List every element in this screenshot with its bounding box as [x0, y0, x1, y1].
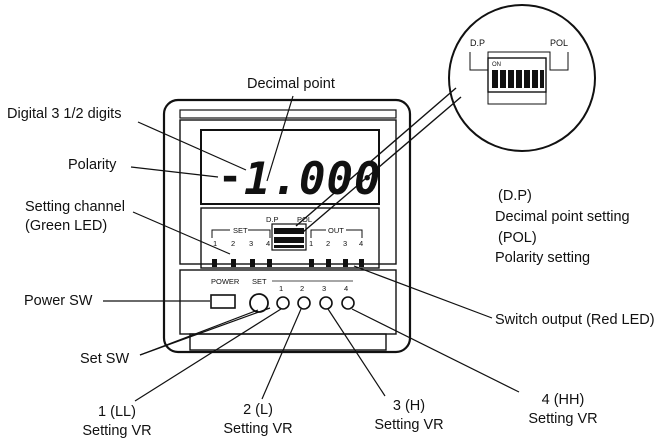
vr-number-3: 3 [322, 284, 326, 293]
set-led-1 [212, 259, 217, 267]
leader-switch-output [353, 265, 493, 319]
leader-set-sw-b [139, 307, 271, 356]
leader-vr2 [261, 308, 302, 400]
leader-vr1 [134, 308, 282, 402]
leader-setting-channel [132, 211, 231, 255]
power-label: POWER [211, 277, 240, 286]
label-vr2-2: Setting VR [223, 421, 293, 437]
out-group-bracket [310, 229, 363, 238]
label-vr2-1: 2 (L) [243, 402, 273, 418]
vr-knob-2[interactable] [297, 296, 311, 310]
set-label: SET [252, 277, 267, 286]
indicator-strip [200, 207, 380, 269]
dp-switch-label: D.P [266, 215, 279, 224]
set-channel-4: 4 [266, 239, 270, 248]
vr-knob-4[interactable] [341, 296, 355, 310]
vr-knob-1[interactable] [276, 296, 290, 310]
legend-pol-desc: Polarity setting [495, 250, 591, 266]
out-led-1 [309, 259, 314, 267]
out-channel-1: 1 [309, 239, 313, 248]
vr-number-2: 2 [300, 284, 304, 293]
label-vr1-2: Setting VR [82, 423, 152, 439]
vr-knob-3[interactable] [319, 296, 333, 310]
set-channel-2: 2 [231, 239, 235, 248]
out-leds [309, 259, 364, 267]
zoom-dip-switch: ON [487, 57, 547, 93]
zoom-under-bracket [487, 92, 547, 105]
set-channel-1: 1 [213, 239, 217, 248]
out-group-label: OUT [328, 226, 344, 235]
label-power-sw: Power SW [24, 293, 93, 309]
vr-number-1: 1 [279, 284, 283, 293]
label-vr4-2: Setting VR [528, 411, 598, 427]
zoom-on-label: ON [492, 62, 501, 68]
leader-vr3 [327, 308, 386, 397]
out-led-3 [343, 259, 348, 267]
display-sign: - [218, 154, 242, 200]
label-switch-output: Switch output (Red LED) [495, 312, 655, 328]
label-vr3-1: 3 (H) [392, 398, 426, 414]
label-setting-channel-2: (Green LED) [25, 218, 108, 234]
label-decimal-point: Decimal point [247, 76, 335, 92]
leader-polarity [130, 166, 219, 178]
set-group-bracket [211, 229, 271, 238]
leader-digital-digits [137, 121, 247, 171]
set-channel-3: 3 [249, 239, 253, 248]
label-vr4-1: 4 (HH) [541, 392, 585, 408]
label-set-sw: Set SW [80, 351, 130, 367]
legend-dp-code: (D.P) [498, 188, 532, 204]
display-value: 1.000 [244, 154, 381, 205]
zoom-dip-bracket [469, 51, 569, 71]
vr-number-4: 4 [344, 284, 348, 293]
set-led-3 [250, 259, 255, 267]
out-led-4 [359, 259, 364, 267]
leader-decimal-point [266, 95, 294, 182]
power-switch[interactable] [210, 294, 236, 309]
set-group-label: SET [233, 226, 248, 235]
set-leds [212, 259, 272, 267]
zoom-dp-label: D.P [470, 38, 485, 48]
set-led-4 [267, 259, 272, 267]
label-digital-digits: Digital 3 1/2 digits [7, 106, 122, 122]
out-channel-3: 3 [343, 239, 347, 248]
device-housing [162, 98, 412, 354]
out-channel-4: 4 [359, 239, 363, 248]
zoom-leader-lines [295, 87, 462, 233]
legend-pol-code: (POL) [498, 230, 537, 246]
label-vr3-2: Setting VR [374, 417, 444, 433]
zoom-pol-label: POL [550, 38, 568, 48]
label-setting-channel-1: Setting channel [25, 199, 125, 215]
leader-vr4 [351, 308, 520, 393]
out-channel-2: 2 [326, 239, 330, 248]
callout-lines [103, 95, 520, 402]
set-led-2 [231, 259, 236, 267]
dip-switch-block[interactable] [271, 223, 307, 251]
out-led-2 [326, 259, 331, 267]
label-polarity: Polarity [68, 157, 117, 173]
label-vr1-1: 1 (LL) [98, 404, 136, 420]
legend-dp-desc: Decimal point setting [495, 209, 630, 225]
